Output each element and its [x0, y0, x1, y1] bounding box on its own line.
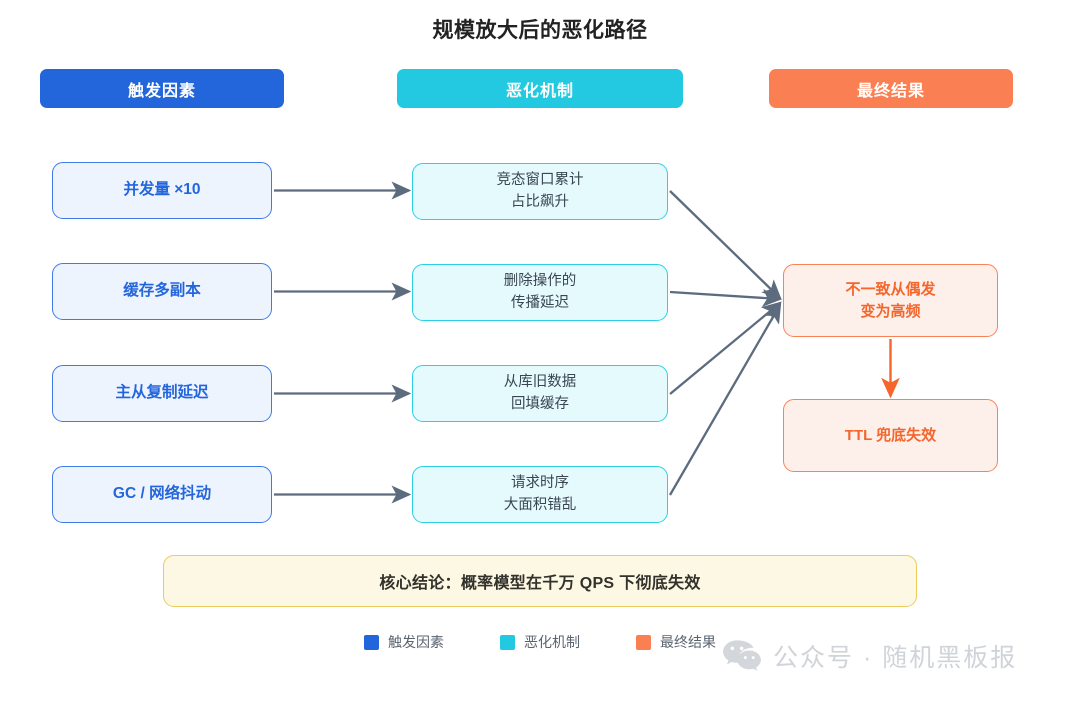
wechat-icon [723, 640, 761, 671]
trigger-node-0[interactable]: 并发量 ×10 [52, 162, 272, 219]
conclusion-text: 核心结论：概率模型在千万 QPS 下彻底失效 [379, 575, 701, 592]
column-header-mechanism-label: 恶化机制 [505, 82, 574, 100]
mechanism-node-0-line2: 占比飙升 [511, 193, 569, 210]
trigger-node-1-label: 缓存多副本 [123, 282, 201, 300]
result-node-1-label: TTL 兜底失效 [844, 426, 937, 444]
mechanism-node-1-line2: 传播延迟 [511, 294, 569, 311]
legend-label-mechanism: 恶化机制 [524, 634, 580, 650]
legend-label-result: 最终结果 [660, 634, 716, 650]
page-title: 规模放大后的恶化路径 [432, 19, 648, 42]
legend-item-mechanism: 恶化机制 [500, 632, 580, 652]
conclusion-banner: 核心结论：概率模型在千万 QPS 下彻底失效 [163, 555, 917, 607]
mechanism-node-0[interactable]: 竞态窗口累计 占比飙升 [412, 163, 668, 220]
column-header-trigger-label: 触发因素 [127, 82, 196, 100]
trigger-node-3-label: GC / 网络抖动 [112, 485, 212, 503]
column-header-trigger: 触发因素 [40, 69, 284, 108]
mechanism-node-1-line1: 删除操作的 [503, 273, 577, 290]
column-header-result-label: 最终结果 [856, 82, 925, 100]
watermark-text: 公众号 · 随机黑板报 [773, 644, 1018, 672]
result-node-0[interactable]: 不一致从偶发 变为高频 [783, 264, 998, 337]
trigger-node-0-label: 并发量 ×10 [123, 181, 201, 199]
arrow-mechanism-2-to-result-0 [669, 301, 782, 395]
arrow-mechanism-0-to-result-0 [669, 190, 782, 300]
mechanism-node-2[interactable]: 从库旧数据 回填缓存 [412, 365, 668, 422]
result-node-0-line2: 变为高频 [860, 302, 921, 320]
legend-swatch-trigger [364, 634, 379, 650]
legend-item-result: 最终结果 [636, 632, 716, 652]
arrow-mechanism-3-to-result-0 [669, 303, 782, 496]
trigger-node-3[interactable]: GC / 网络抖动 [52, 466, 272, 523]
mechanism-node-2-line2: 回填缓存 [511, 395, 569, 412]
arrow-mechanism-1-to-result-0 [669, 288, 783, 307]
trigger-node-2[interactable]: 主从复制延迟 [52, 365, 272, 422]
mechanism-node-2-line1: 从库旧数据 [503, 374, 577, 391]
legend: 触发因素 恶化机制 最终结果 [0, 632, 1080, 652]
column-header-mechanism: 恶化机制 [397, 69, 683, 108]
mechanism-node-1[interactable]: 删除操作的 传播延迟 [412, 264, 668, 321]
mechanism-node-0-line1: 竞态窗口累计 [496, 172, 584, 189]
legend-swatch-mechanism [500, 634, 515, 650]
watermark: 公众号 · 随机黑板报 [722, 638, 1017, 674]
mechanism-node-3-line1: 请求时序 [511, 475, 569, 492]
result-node-0-line1: 不一致从偶发 [845, 280, 936, 298]
column-header-result: 最终结果 [769, 69, 1013, 108]
legend-swatch-result [636, 634, 651, 650]
result-node-1[interactable]: TTL 兜底失效 [783, 399, 998, 472]
trigger-node-1[interactable]: 缓存多副本 [52, 263, 272, 320]
trigger-node-2-label: 主从复制延迟 [115, 384, 209, 402]
mechanism-node-3[interactable]: 请求时序 大面积错乱 [412, 466, 668, 523]
legend-item-trigger: 触发因素 [364, 632, 444, 652]
mechanism-node-3-line2: 大面积错乱 [503, 496, 577, 513]
legend-label-trigger: 触发因素 [388, 634, 444, 650]
